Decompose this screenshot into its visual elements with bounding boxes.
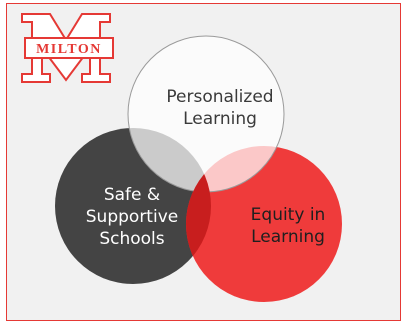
label-equity-in-learning: Equity in Learning <box>250 205 326 247</box>
label-personalized-learning: Personalized Learning <box>166 87 274 129</box>
label-safe-supportive-schools: Safe & Supportive Schools <box>85 185 179 249</box>
logo-band <box>24 37 114 59</box>
milton-logo: MILTON <box>21 13 114 83</box>
logo-text: MILTON <box>36 42 102 57</box>
